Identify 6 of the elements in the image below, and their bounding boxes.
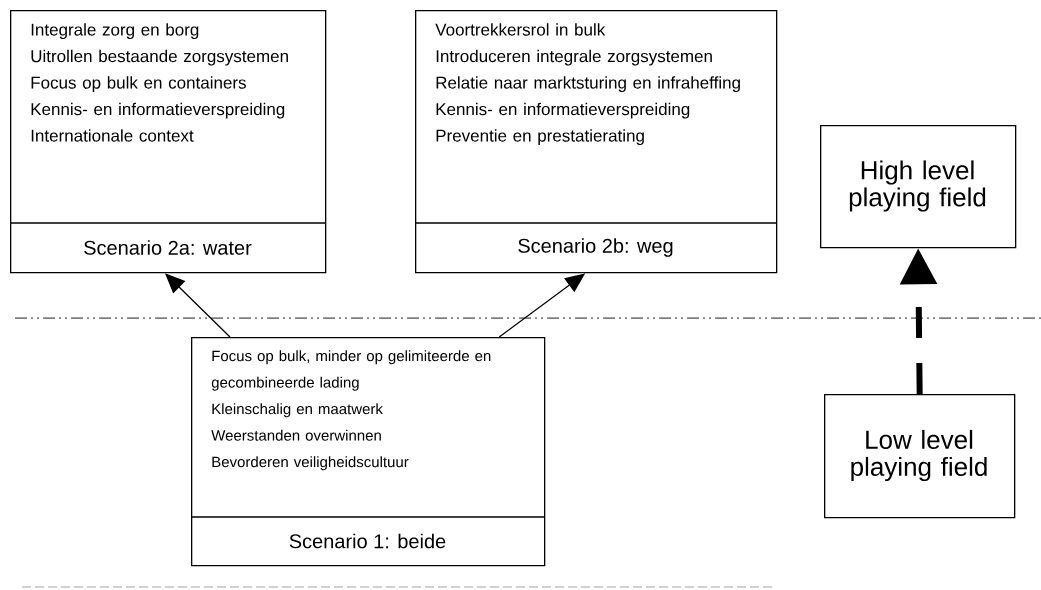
- level-box: Low level playing field: [824, 394, 1016, 519]
- scenario-box: Focus op bulk, minder op gelimiteerde en gecombineerde lading Kleinschalig en maatwerk Weerstanden overwinnen Bevorderen veiligheidscultuur Scenario 1: beide: [190, 337, 546, 567]
- arrow: [165, 273, 231, 338]
- scenario-box: Integrale zorg en borg Uitrollen bestaande zorgsystemen Focus op bulk en containers Kennis- en informatieverspreiding Internationale context Scenario 2a: water: [9, 10, 327, 274]
- level-box: High level playing field: [820, 125, 1017, 249]
- scenario-box: Voortrekkersrol in bulk Introduceren integrale zorgsystemen Relatie naar marktsturing en infraheffing Kennis- en informatieverspreiding Preventie en prestatierating Scenario 2b: weg: [414, 10, 778, 274]
